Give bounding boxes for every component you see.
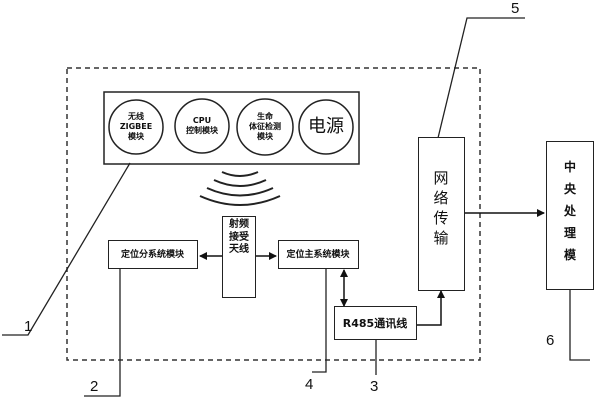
rs485-label: R485通讯线	[342, 317, 408, 330]
zigbee-circle	[108, 99, 164, 155]
central-processing-box: 中央处理模	[546, 141, 594, 290]
leader-2	[84, 268, 121, 397]
callout-5: 5	[511, 0, 520, 17]
callout-4: 4	[305, 376, 314, 393]
device-boundary	[66, 67, 481, 361]
positioning-main-system-box: 定位主系统模块	[278, 240, 359, 269]
sub-system-label: 定位分系统模块	[120, 250, 184, 260]
main-system-label: 定位主系统模块	[286, 250, 350, 260]
callout-3: 3	[370, 378, 379, 395]
cpu-module-label: CPU 控制模块	[186, 116, 218, 135]
network-transmission-box: 网络传输	[418, 137, 465, 291]
leader-4	[312, 268, 327, 373]
power-circle	[298, 99, 354, 155]
vital-circle	[236, 98, 294, 156]
wireless-signal-icon	[199, 171, 281, 206]
positioning-sub-system-box: 定位分系统模块	[108, 240, 198, 269]
rf-antenna-box: 射频接受天线	[222, 216, 256, 298]
cpu-circle	[174, 98, 230, 154]
rs485-line-box: R485通讯线	[334, 306, 417, 340]
zigbee-module-label: 无线 ZIGBEE 模块	[119, 112, 153, 141]
callout-1: 1	[24, 318, 33, 335]
leader-5	[437, 17, 525, 139]
arrow-rs485-to-network	[417, 290, 445, 326]
vital-module-label: 生命 体征检测 模块	[249, 112, 281, 141]
leader-6	[569, 290, 590, 361]
callout-2: 2	[90, 378, 99, 395]
network-label: 网络传输	[433, 169, 449, 247]
power-module-label: 电源	[308, 116, 344, 137]
central-label: 中央处理模	[563, 160, 576, 262]
antenna-label: 射频接受天线	[229, 219, 249, 255]
module-panel	[103, 91, 360, 165]
callout-6: 6	[546, 332, 555, 349]
leader-1	[2, 162, 131, 336]
